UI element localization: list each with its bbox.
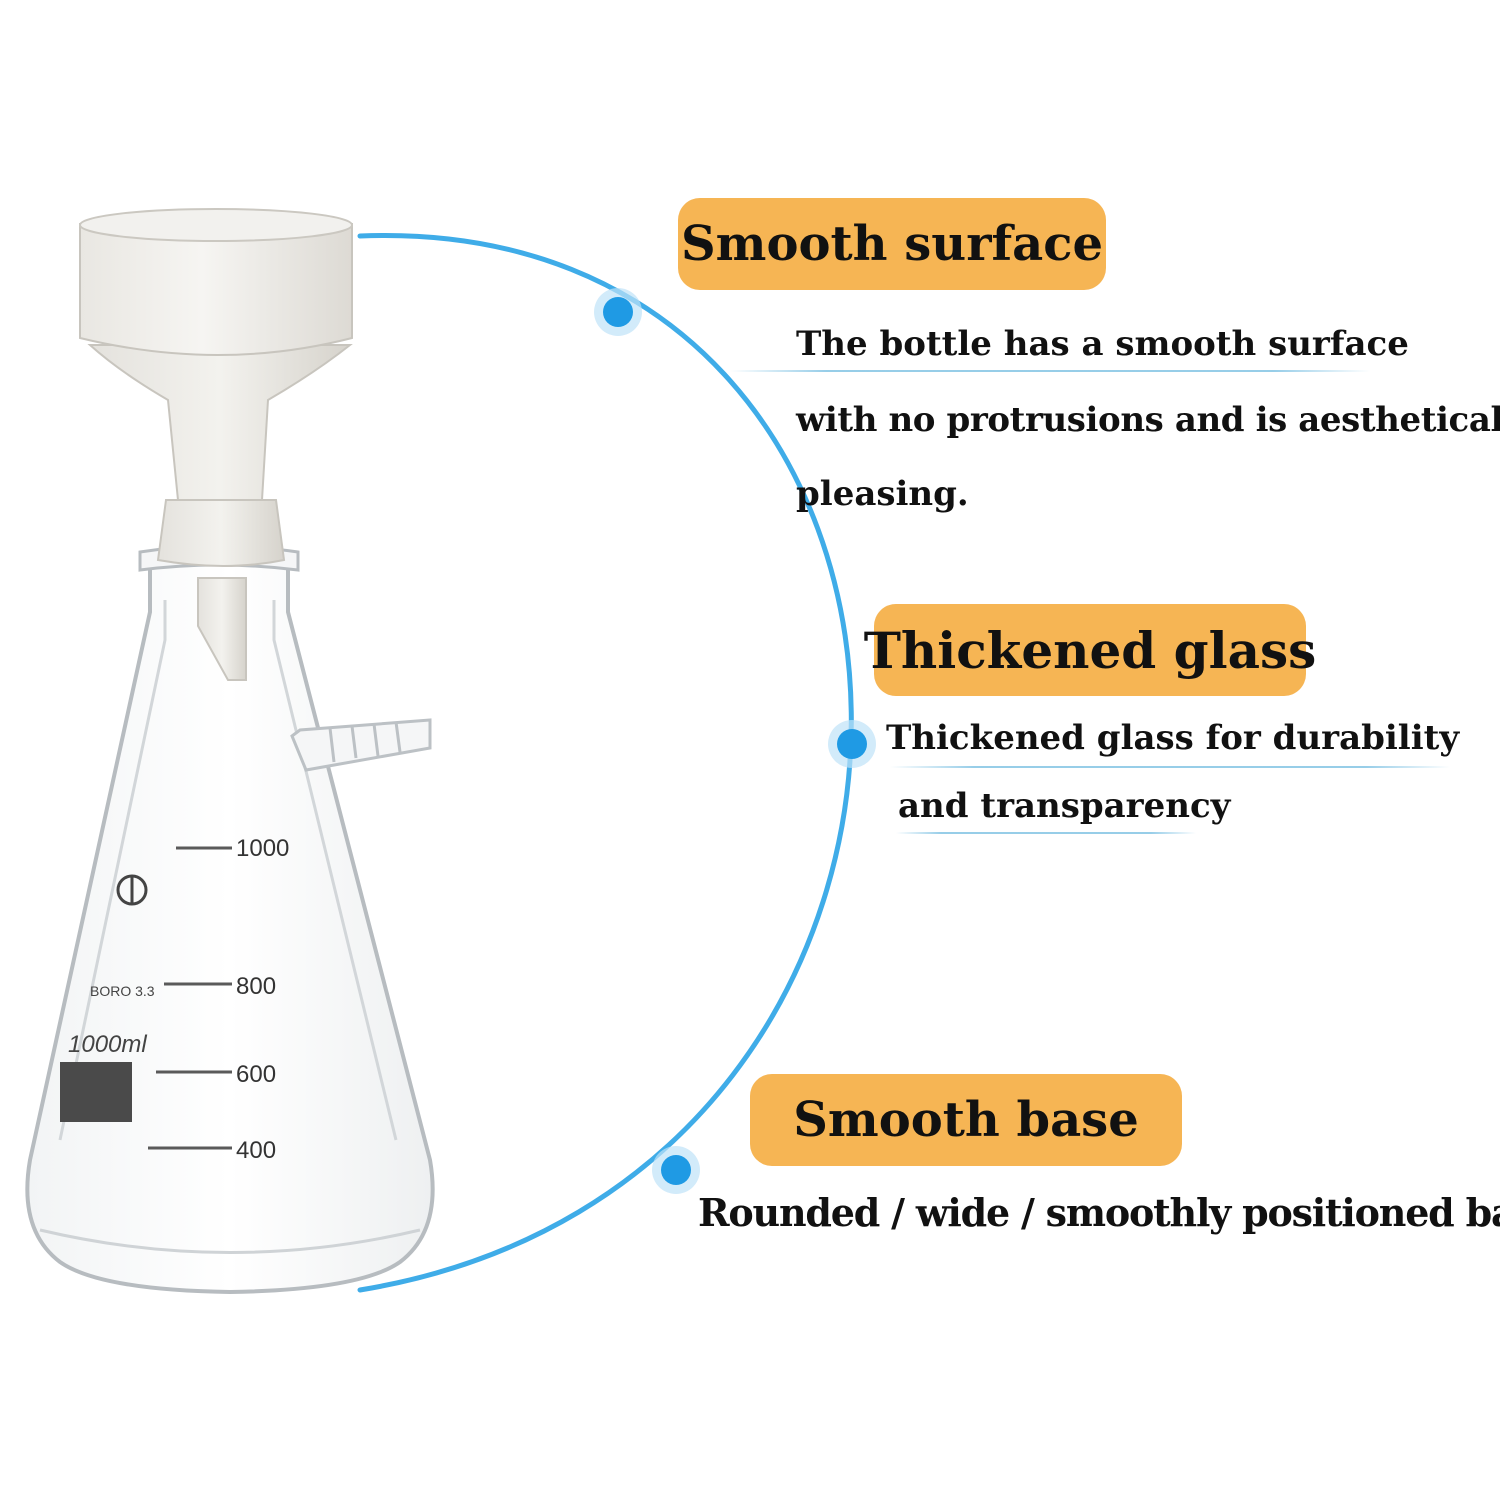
divider — [890, 766, 1450, 768]
marking-patch — [60, 1062, 132, 1122]
feature-dot-1 — [594, 288, 642, 336]
graduations — [148, 846, 232, 1150]
graduation-label: 400 — [236, 1137, 276, 1164]
graduation-labels: 1000 800 600 400 — [236, 835, 289, 1164]
graduation-label: 600 — [236, 1061, 276, 1088]
feature-title-smooth-base: Smooth base — [750, 1074, 1182, 1166]
brand-logo-icon — [116, 874, 148, 906]
side-arm — [290, 718, 432, 772]
buchner-funnel-icon — [79, 208, 353, 681]
feature-desc-line: pleasing. — [796, 474, 969, 514]
feature-dot-2 — [828, 720, 876, 768]
divider — [730, 370, 1370, 372]
connector-arc — [357, 233, 854, 1293]
divider — [896, 832, 1196, 834]
feature-desc-line: with no protrusions and is aesthetically — [796, 400, 1500, 440]
graduation-label: 800 — [236, 973, 276, 1000]
feature-title-text: Smooth surface — [681, 216, 1103, 272]
feature-dot-3 — [652, 1146, 700, 1194]
feature-desc-line: Thickened glass for durability — [886, 718, 1460, 758]
volume-mark: 1000ml — [68, 1031, 147, 1058]
feature-title-text: Smooth base — [793, 1092, 1139, 1148]
feature-desc-line: The bottle has a smooth surface — [796, 324, 1409, 364]
feature-title-text: Thickened glass — [863, 620, 1317, 680]
feature-title-thickened-glass: Thickened glass — [864, 604, 1316, 696]
feature-desc-line: Rounded / wide / smoothly positioned bas… — [698, 1190, 1500, 1235]
feature-desc-line: and transparency — [898, 786, 1231, 826]
glass-mark: BORO 3.3 — [90, 983, 155, 999]
feature-title-smooth-surface: Smooth surface — [678, 198, 1106, 290]
graduation-label: 1000 — [236, 835, 289, 862]
